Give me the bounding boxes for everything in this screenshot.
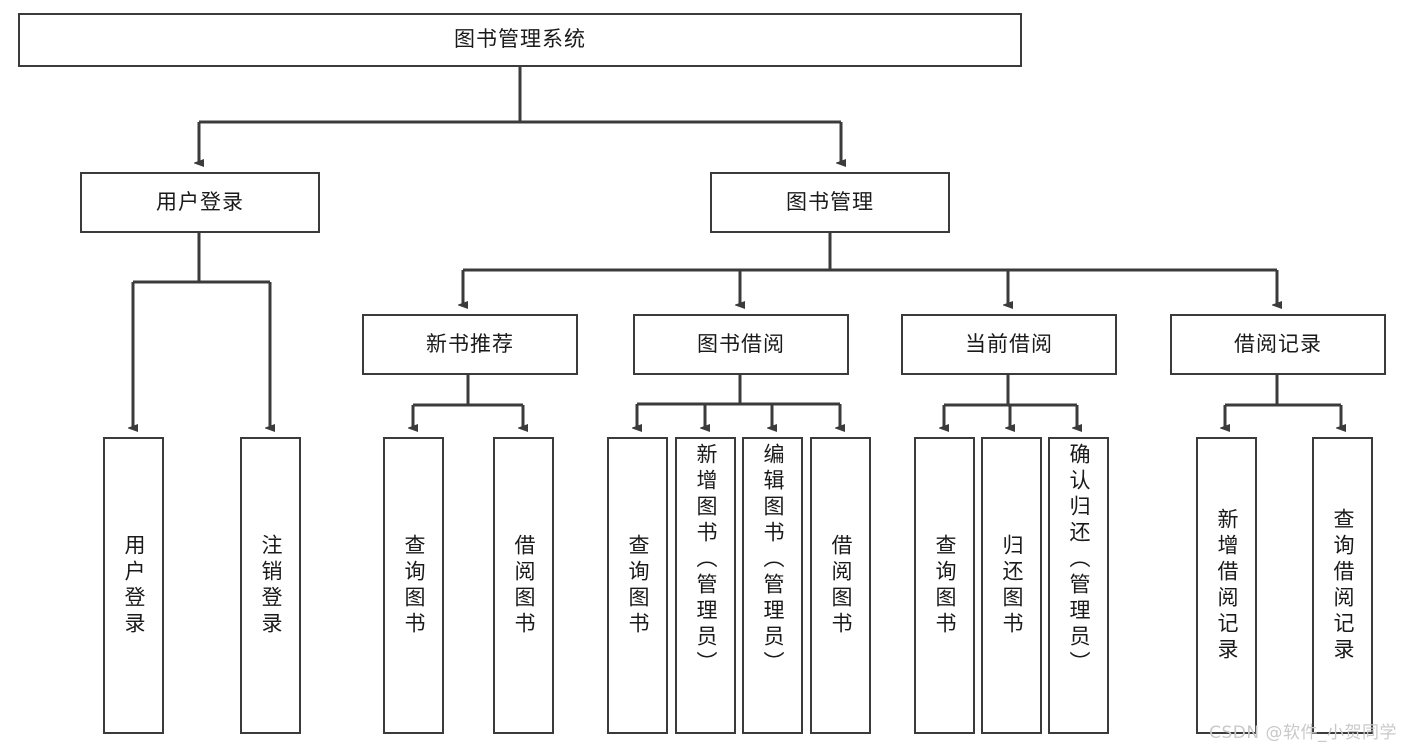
- node-leaf-borrow-book-1-label: 借阅图书: [512, 533, 536, 638]
- node-leaf-query-book-1[interactable]: 查询图书: [383, 437, 444, 734]
- node-leaf-query-record[interactable]: 查询借阅记录: [1312, 437, 1373, 734]
- node-user-login[interactable]: 用户登录: [80, 172, 320, 233]
- node-leaf-query-book-1-label: 查询图书: [402, 533, 426, 638]
- node-leaf-add-record[interactable]: 新增借阅记录: [1196, 437, 1257, 734]
- node-book-management-label: 图书管理: [786, 189, 874, 214]
- node-leaf-return-book-label: 归还图书: [1000, 533, 1024, 638]
- node-leaf-borrow-book-1[interactable]: 借阅图书: [493, 437, 554, 734]
- node-leaf-logout-login[interactable]: 注销登录: [240, 437, 301, 734]
- node-leaf-edit-book-label: 编辑图书（管理员）: [761, 443, 785, 677]
- node-root[interactable]: 图书管理系统: [18, 13, 1022, 67]
- node-leaf-borrow-book-2[interactable]: 借阅图书: [810, 437, 871, 734]
- node-leaf-confirm-return[interactable]: 确认归还（管理员）: [1048, 437, 1109, 734]
- node-leaf-logout-login-label: 注销登录: [259, 533, 283, 638]
- node-book-borrow[interactable]: 图书借阅: [633, 314, 849, 375]
- node-user-login-label: 用户登录: [156, 189, 244, 214]
- node-book-management[interactable]: 图书管理: [710, 172, 950, 233]
- node-leaf-add-book-label: 新增图书（管理员）: [694, 443, 718, 677]
- node-leaf-add-book[interactable]: 新增图书（管理员）: [675, 437, 736, 734]
- node-root-label: 图书管理系统: [454, 27, 586, 52]
- node-leaf-borrow-book-2-label: 借阅图书: [829, 533, 853, 638]
- watermark-text: CSDN @软件_小贺同学: [1209, 723, 1397, 743]
- node-leaf-query-record-label: 查询借阅记录: [1331, 507, 1355, 664]
- node-book-borrow-label: 图书借阅: [697, 331, 785, 356]
- node-leaf-query-book-3-label: 查询图书: [933, 533, 957, 638]
- node-leaf-return-book[interactable]: 归还图书: [981, 437, 1042, 734]
- node-leaf-user-login[interactable]: 用户登录: [103, 437, 164, 734]
- node-leaf-edit-book[interactable]: 编辑图书（管理员）: [742, 437, 803, 734]
- node-leaf-query-book-2[interactable]: 查询图书: [607, 437, 668, 734]
- node-borrow-record-label: 借阅记录: [1234, 331, 1322, 356]
- node-leaf-user-login-label: 用户登录: [122, 533, 146, 638]
- node-leaf-confirm-return-label: 确认归还（管理员）: [1067, 443, 1091, 677]
- node-leaf-query-book-3[interactable]: 查询图书: [914, 437, 975, 734]
- node-leaf-query-book-2-label: 查询图书: [626, 533, 650, 638]
- node-new-book-recommend-label: 新书推荐: [426, 331, 514, 356]
- node-current-borrow-label: 当前借阅: [965, 331, 1053, 356]
- node-current-borrow[interactable]: 当前借阅: [901, 314, 1117, 375]
- node-leaf-add-record-label: 新增借阅记录: [1215, 507, 1239, 664]
- node-borrow-record[interactable]: 借阅记录: [1170, 314, 1386, 375]
- node-new-book-recommend[interactable]: 新书推荐: [362, 314, 578, 375]
